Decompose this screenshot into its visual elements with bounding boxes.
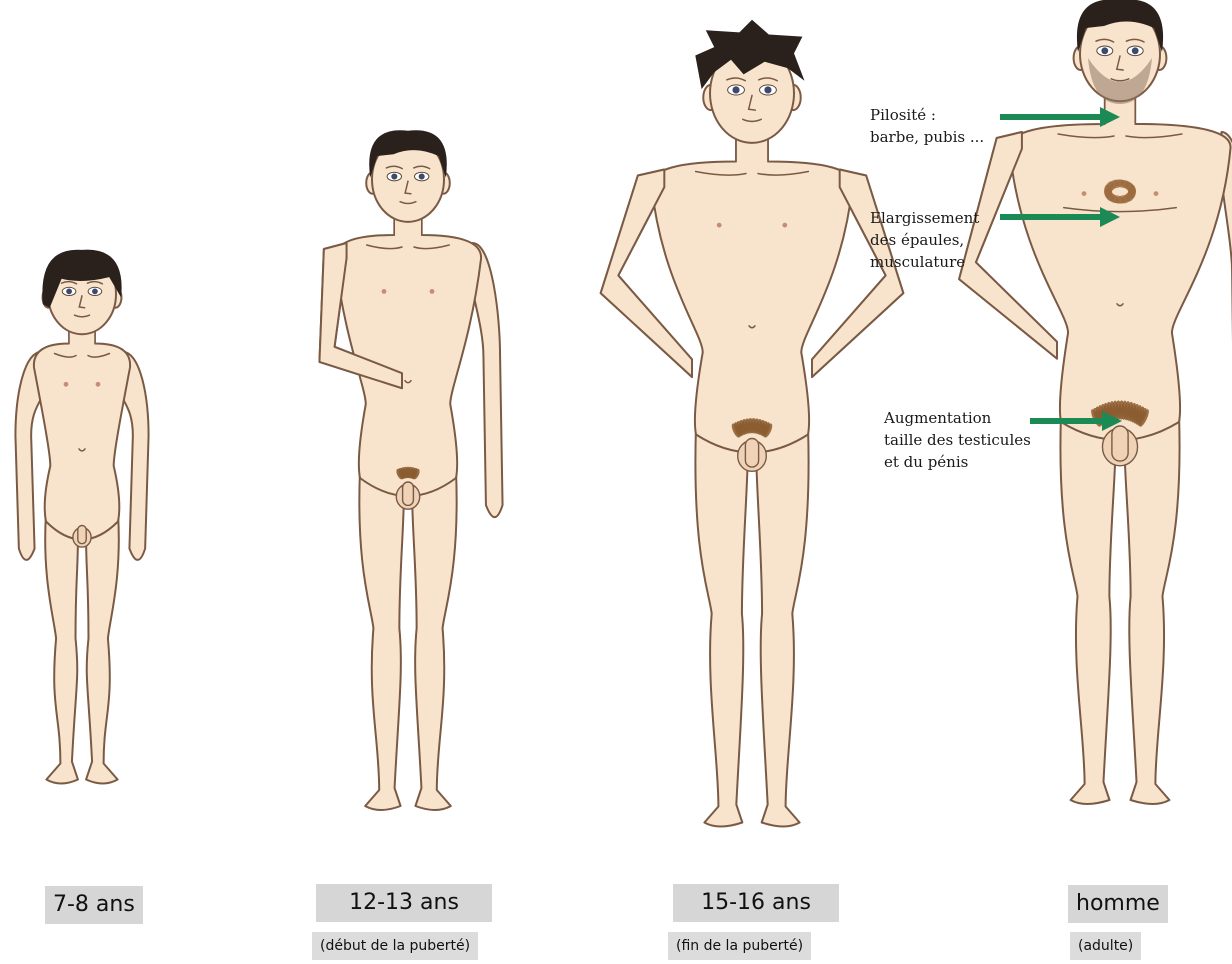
annotation-genitals: Augmentation taille des testicules et du… [884,407,1031,473]
arrow-hair [1000,107,1120,127]
figure-child [15,250,148,784]
arrow-genitals [1030,411,1122,431]
stage-label-late-puberty: 15-16 ans [673,884,839,922]
stage-subtitle-late-puberty: (fin de la puberté) [668,932,811,960]
figure-late-puberty [601,20,904,827]
stage-subtitle-early-puberty: (début de la puberté) [312,932,478,960]
stage-label-adult: homme [1068,885,1168,923]
arrow-shoulders [1000,207,1120,227]
annotation-hair: Pilosité : barbe, pubis ... [870,104,984,148]
figure-early-puberty [319,130,502,810]
stage-label-early-puberty: 12-13 ans [316,884,492,922]
annotation-shoulders: Elargissement des épaules, musculature [870,207,979,273]
stage-label-child: 7-8 ans [45,886,143,924]
stage-subtitle-adult: (adulte) [1070,932,1141,960]
